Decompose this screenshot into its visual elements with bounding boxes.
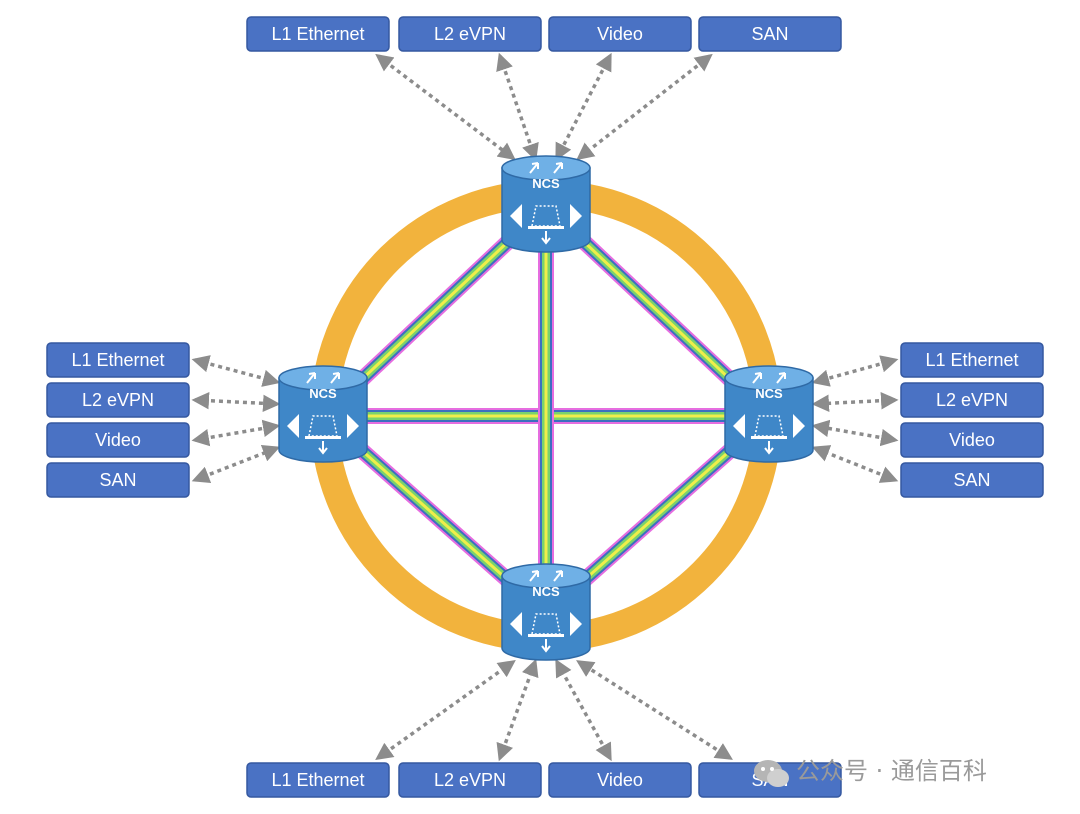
connector-top-3 (576, 53, 713, 161)
service-label: L1 Ethernet (271, 24, 364, 44)
wechat-icon (754, 760, 789, 787)
connector-left-0 (191, 355, 281, 387)
service-label: SAN (953, 470, 990, 490)
router-switch-icon (733, 414, 805, 455)
service-label: SAN (751, 24, 788, 44)
service-box-right-0: L1 Ethernet (900, 342, 1044, 378)
service-box-right-3: SAN (900, 462, 1044, 498)
connector-bottom-0 (375, 659, 516, 761)
connector-top-0 (375, 53, 516, 161)
router-bottom: NCS (501, 563, 591, 661)
connector-right-3 (811, 445, 899, 483)
router-top-arrows-icon (529, 162, 563, 174)
service-label: L2 eVPN (82, 390, 154, 410)
routers: NCS NCS NCS NCS (278, 155, 814, 661)
connector-left-1 (191, 391, 281, 413)
service-box-top-3: SAN (698, 16, 842, 52)
connector-bottom-3 (576, 660, 733, 760)
service-label: Video (597, 770, 643, 790)
service-box-bottom-2: Video (548, 762, 692, 798)
router-top-arrows-icon (529, 570, 563, 582)
connector-right-2 (811, 419, 899, 447)
connector-left-3 (191, 444, 281, 484)
service-label: Video (949, 430, 995, 450)
service-box-top-0: L1 Ethernet (246, 16, 390, 52)
connector-top-2 (555, 52, 612, 162)
service-label: L2 eVPN (434, 770, 506, 790)
service-box-top-2: Video (548, 16, 692, 52)
connector-left-2 (191, 419, 281, 447)
router-left: NCS (278, 365, 368, 463)
service-label: L1 Ethernet (71, 350, 164, 370)
service-box-left-3: SAN (46, 462, 190, 498)
service-label: SAN (99, 470, 136, 490)
router-label: NCS (309, 386, 337, 401)
service-connectors (191, 52, 899, 762)
service-label: L2 eVPN (434, 24, 506, 44)
connector-bottom-1 (496, 658, 539, 762)
router-label: NCS (755, 386, 783, 401)
service-box-left-1: L2 eVPN (46, 382, 190, 418)
router-top-arrows-icon (306, 372, 340, 384)
connector-bottom-2 (555, 658, 612, 762)
connector-right-1 (811, 391, 899, 413)
service-label: L2 eVPN (936, 390, 1008, 410)
connector-right-0 (811, 355, 899, 387)
service-label: L1 Ethernet (925, 350, 1018, 370)
router-switch-icon (510, 612, 582, 653)
service-box-top-1: L2 eVPN (398, 16, 542, 52)
service-label: Video (95, 430, 141, 450)
router-top-arrows-icon (752, 372, 786, 384)
watermark-text: 公众号 · 通信百科 (796, 757, 987, 785)
watermark: 公众号 · 通信百科 (754, 757, 987, 787)
service-label: Video (597, 24, 643, 44)
connector-top-1 (496, 52, 539, 162)
service-box-right-2: Video (900, 422, 1044, 458)
router-label: NCS (532, 176, 560, 191)
service-box-bottom-0: L1 Ethernet (246, 762, 390, 798)
service-box-left-2: Video (46, 422, 190, 458)
service-box-right-1: L2 eVPN (900, 382, 1044, 418)
router-switch-icon (510, 204, 582, 245)
router-top: NCS (501, 155, 591, 253)
service-box-bottom-1: L2 eVPN (398, 762, 542, 798)
service-label: L1 Ethernet (271, 770, 364, 790)
service-box-left-0: L1 Ethernet (46, 342, 190, 378)
router-switch-icon (287, 414, 359, 455)
router-label: NCS (532, 584, 560, 599)
router-right: NCS (724, 365, 814, 463)
